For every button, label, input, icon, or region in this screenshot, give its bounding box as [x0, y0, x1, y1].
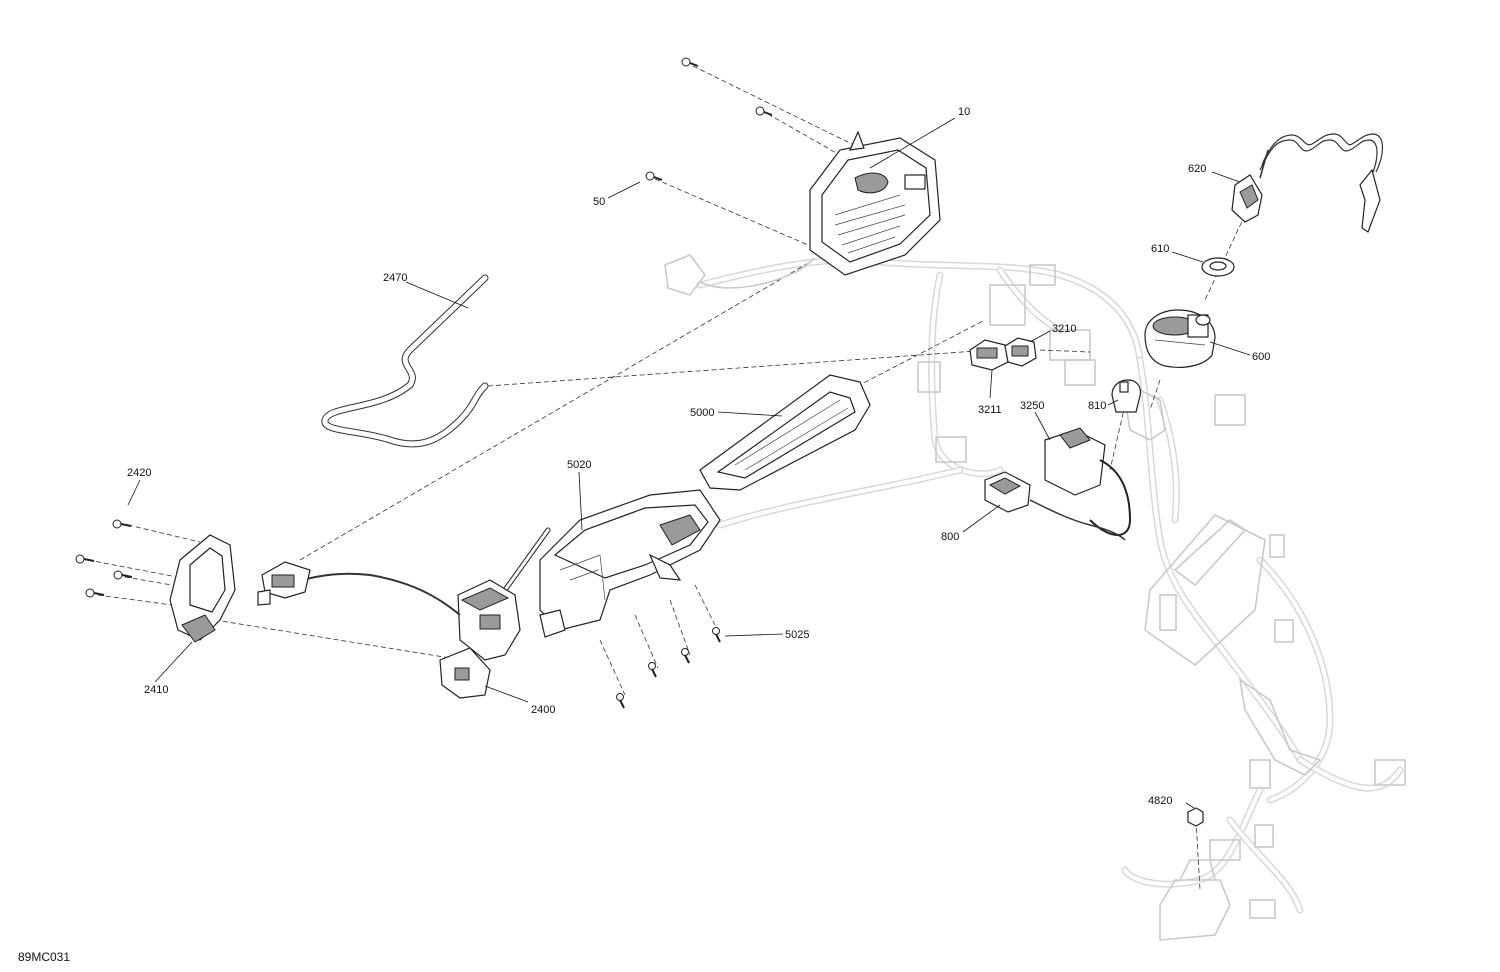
screw-5025-1	[616, 693, 625, 709]
callout-610: 610	[1151, 243, 1169, 255]
callout-3210: 3210	[1052, 323, 1076, 335]
part-600-switch	[1144, 309, 1216, 368]
assembly-lines	[87, 65, 1246, 891]
part-2410-bracket	[169, 534, 236, 643]
callout-2400: 2400	[531, 704, 555, 716]
callout-50: 50	[593, 196, 605, 208]
nut-4820	[1187, 807, 1204, 827]
screw-2420-4	[85, 588, 105, 598]
callout-2420: 2420	[127, 467, 151, 479]
screw-50-top-1	[681, 57, 699, 67]
screw-50	[645, 171, 663, 181]
screw-50-top-2	[755, 106, 773, 116]
drawing-code: 89MC031	[18, 950, 70, 964]
callout-10: 10	[958, 106, 970, 118]
callout-2470: 2470	[383, 272, 407, 284]
callout-810: 810	[1088, 400, 1106, 412]
callout-5000: 5000	[690, 407, 714, 419]
callout-620: 620	[1188, 163, 1206, 175]
callout-2410: 2410	[144, 684, 168, 696]
screw-5025-2	[648, 662, 657, 678]
callout-800: 800	[941, 531, 959, 543]
part-5000-cover	[699, 374, 871, 491]
screw-2420-2	[75, 554, 95, 564]
leader-lines	[127, 117, 1251, 809]
part-3210-3211-connectors	[969, 337, 1037, 371]
part-620-lanyard	[1231, 133, 1384, 233]
part-2470-tube	[321, 274, 489, 448]
callout-5020: 5020	[567, 459, 591, 471]
callout-3211: 3211	[978, 404, 1002, 416]
part-10-module	[664, 130, 941, 296]
part-810-bulb	[1111, 379, 1141, 413]
part-610-ring	[1201, 257, 1235, 277]
callout-5025: 5025	[785, 629, 809, 641]
callout-4820: 4820	[1148, 795, 1172, 807]
part-2400-switch-assembly	[257, 527, 551, 699]
screw-2420-1	[112, 519, 132, 529]
part-5020-housing	[539, 489, 721, 638]
background-harness	[696, 256, 1406, 941]
screw-2420-3	[113, 570, 133, 580]
callout-600: 600	[1252, 351, 1270, 363]
part-800-connector	[984, 471, 1126, 541]
screw-5025-4	[712, 627, 721, 643]
screws	[75, 57, 1204, 827]
callout-labels: 10 50 620 610 600 2470 3210 3211 3250 81…	[127, 106, 1270, 807]
callout-3250: 3250	[1020, 400, 1044, 412]
screw-5025-3	[681, 648, 690, 664]
part-3250-relay	[1044, 427, 1132, 536]
